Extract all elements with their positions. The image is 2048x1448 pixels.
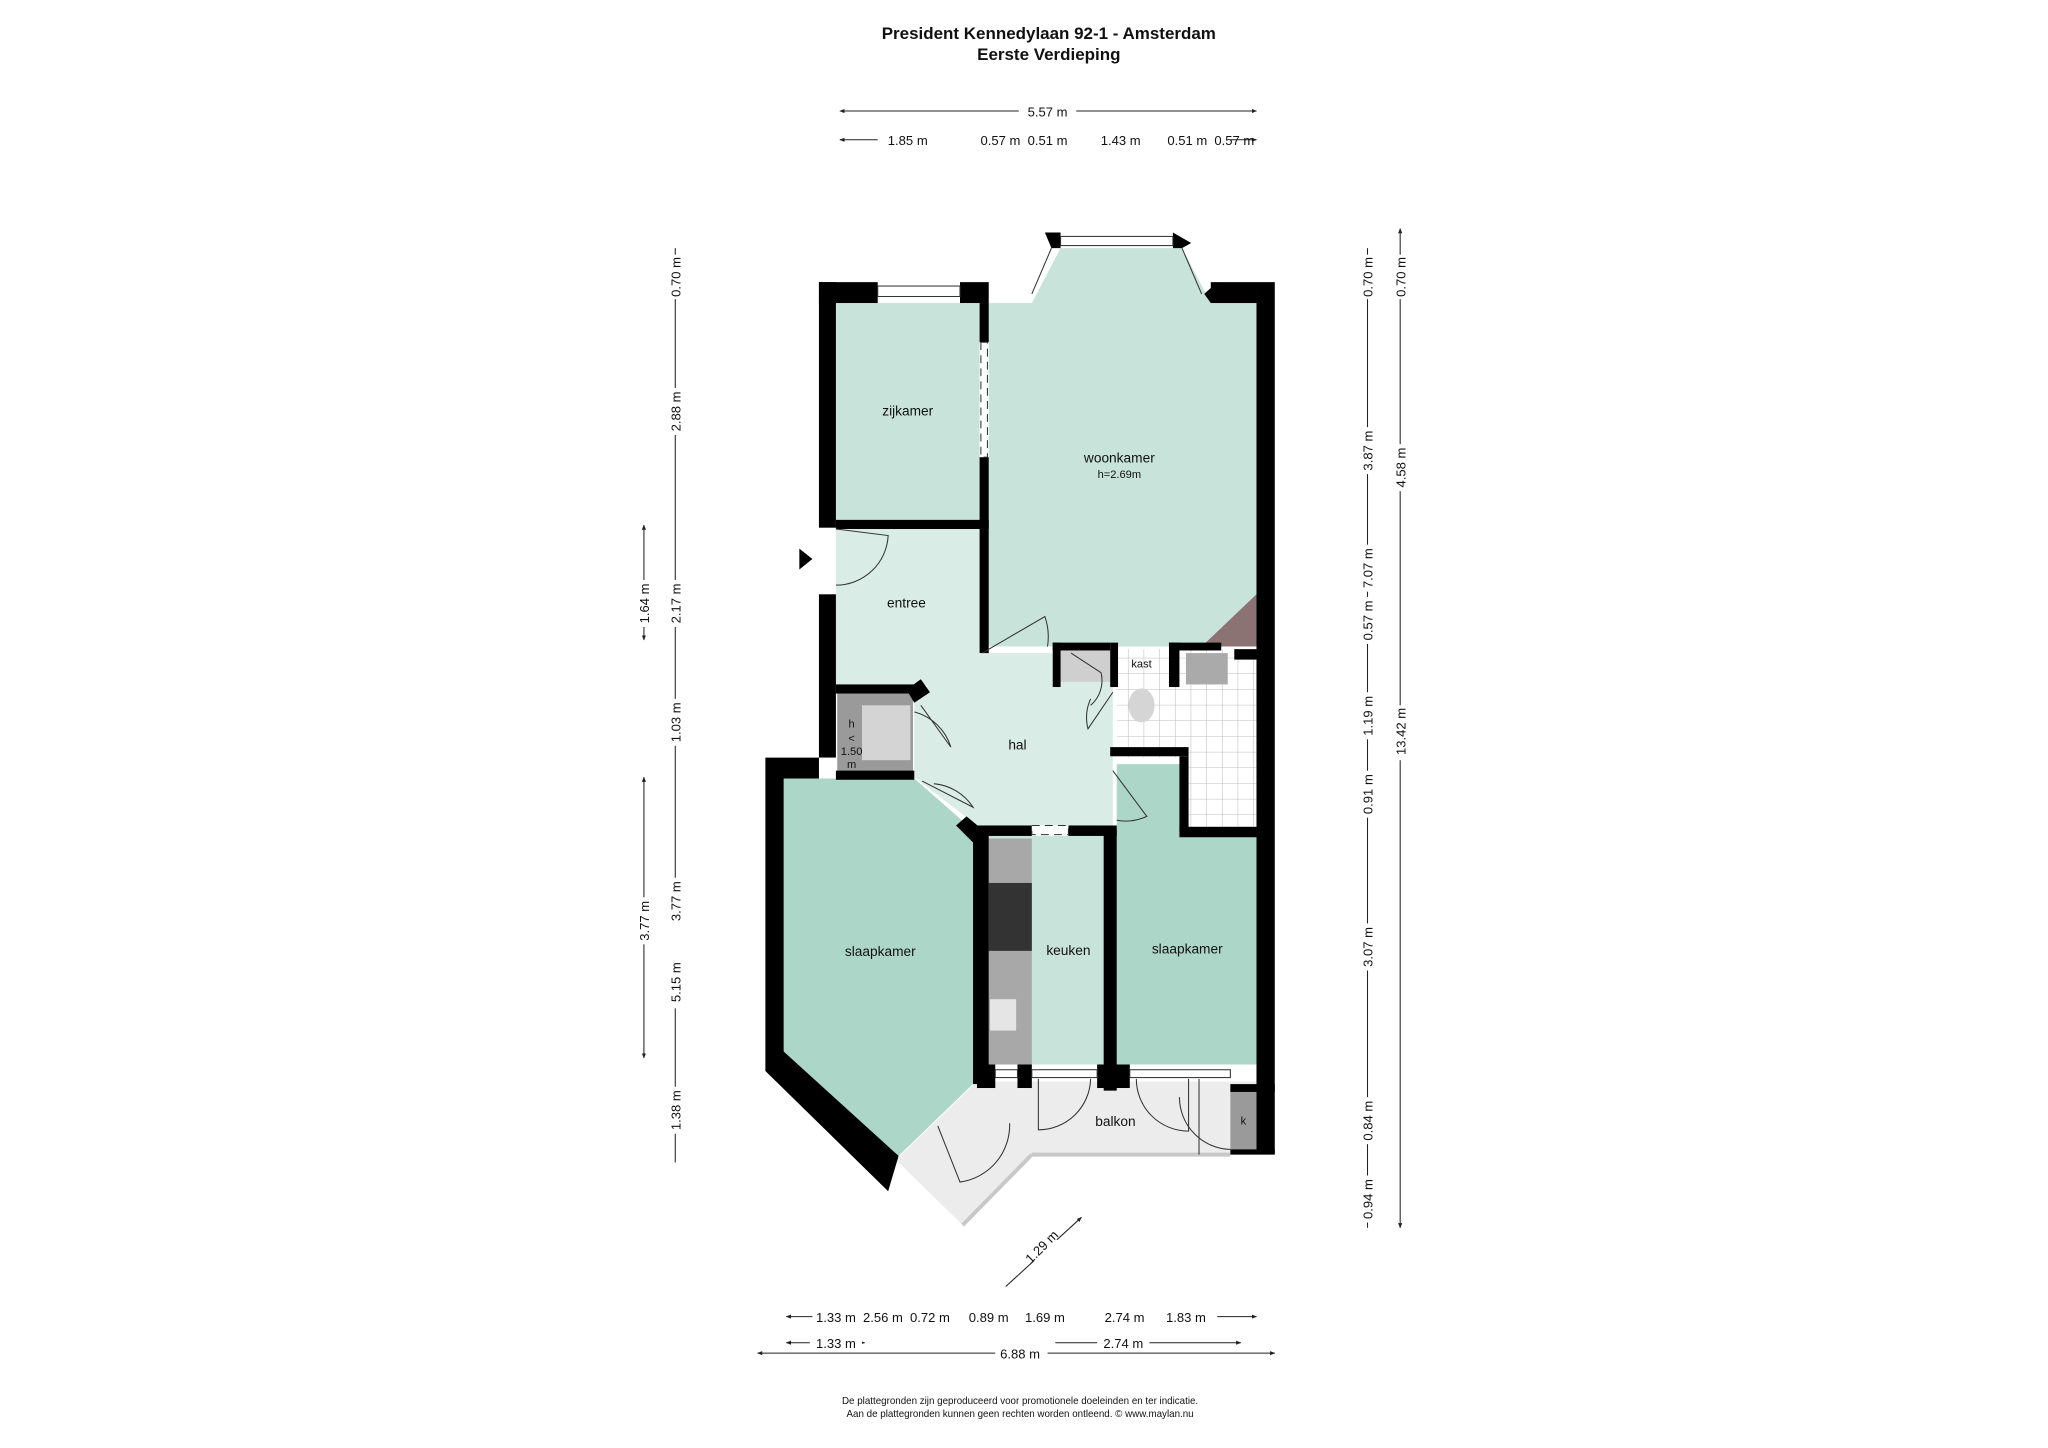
room-label-zijkamer: zijkamer (882, 403, 933, 418)
room-label-slaapkamer-right: slaapkamer (1152, 941, 1223, 956)
zijkamer-area (835, 303, 980, 520)
woonkamer-area (988, 248, 1257, 647)
dim-right-outer: 4.58 m (1393, 448, 1408, 488)
dim-right: 0.84 m (1361, 1101, 1376, 1141)
storage-label: m (847, 759, 856, 771)
dim-bottom: 1.83 m (1166, 1310, 1206, 1325)
dim-right: 0.70 m (1361, 257, 1376, 297)
dim-right: 3.87 m (1361, 431, 1376, 471)
storage-label: h (849, 719, 855, 731)
rooms (783, 248, 1257, 1227)
dim-left: 5.15 m (668, 962, 683, 1002)
dim-bottom: 1.69 m (1025, 1310, 1065, 1325)
k-storage (1230, 1088, 1257, 1151)
dim-bottom: 2.56 m (863, 1310, 903, 1325)
dim-top-part: 0.57 m (981, 133, 1021, 148)
disclaimer-line-1: De plattegronden zijn geproduceerd voor … (842, 1396, 1198, 1407)
kast-area (1055, 649, 1113, 682)
dim-top-part: 0.57 m (1214, 133, 1254, 148)
dim-right-outer: 0.70 m (1393, 257, 1408, 297)
dim-left: 1.03 m (668, 702, 683, 742)
dim-left: 3.77 m (668, 881, 683, 921)
toilet-icon (1128, 688, 1155, 723)
plan-title: President Kennedylaan 92-1 - Amsterdam (882, 24, 1216, 43)
top-dimensions: 5.57 m 1.85 m 0.57 m 0.51 m 1.43 m 0.51 … (839, 101, 1258, 148)
sink-icon (1185, 653, 1228, 685)
room-label-woonkamer: woonkamer (1083, 450, 1155, 465)
storage-label: < (848, 733, 854, 745)
room-label-kast: kast (1131, 658, 1151, 670)
stair-triangle (1201, 594, 1257, 647)
dim-bottom-total-row: 1.33 m (816, 1336, 856, 1351)
slaapkamer-right-area (1116, 764, 1257, 1065)
hal-area (914, 653, 1113, 830)
dim-bottom: 1.33 m (816, 1310, 856, 1325)
room-label-balkon: balkon (1095, 1114, 1135, 1129)
dim-right: 0.94 m (1361, 1179, 1376, 1219)
slaapkamer-left-area (783, 778, 980, 1156)
windows-doors (835, 235, 1231, 1183)
dim-top-part: 1.43 m (1101, 133, 1141, 148)
kitchen-counter (988, 838, 1032, 1065)
dim-left: 1.38 m (668, 1090, 683, 1130)
room-label-hal: hal (1008, 738, 1026, 753)
room-label-keuken: keuken (1046, 943, 1090, 958)
dim-left: 2.17 m (668, 583, 683, 623)
dim-top-part: 0.51 m (1167, 133, 1207, 148)
dim-left: 0.70 m (668, 257, 683, 297)
dim-top-part: 0.51 m (1028, 133, 1068, 148)
entree-area (835, 528, 980, 686)
dim-bottom-total-row: 2.74 m (1103, 1336, 1143, 1351)
dim-bottom: 0.72 m (910, 1310, 950, 1325)
room-label-k: k (1241, 1116, 1247, 1128)
stove-icon (988, 882, 1032, 951)
dim-bottom-total: 6.88 m (1000, 1346, 1040, 1361)
dim-left: 2.88 m (668, 391, 683, 431)
right-dimensions: 0.70 m 3.87 m 7.07 m 0.57 m 1.19 m 0.91 … (1359, 228, 1408, 1229)
dim-right-outer: 13.42 m (1393, 708, 1408, 755)
dim-left-outer: 1.64 m (637, 583, 652, 623)
left-dimensions: 0.70 m 2.88 m 2.17 m 1.03 m 3.77 m 5.15 … (636, 248, 683, 1163)
dim-right: 3.07 m (1361, 927, 1376, 967)
walls (765, 232, 1275, 1192)
storage-label: 1.50 (841, 746, 863, 758)
dim-bottom: 0.89 m (969, 1310, 1009, 1325)
dim-right: 1.19 m (1361, 696, 1376, 736)
dim-top-total: 5.57 m (1028, 104, 1068, 119)
room-height-woonkamer: h=2.69m (1098, 469, 1141, 481)
toilet-tiles (1185, 757, 1257, 831)
entrance-arrow-icon (799, 548, 813, 570)
kitchen-sink-icon (990, 999, 1017, 1031)
floor-subtitle: Eerste Verdieping (977, 45, 1120, 64)
room-label-entree: entree (887, 595, 926, 610)
dim-top-part: 1.85 m (888, 133, 928, 148)
disclaimer-line-2: Aan de plattegronden kunnen geen rechten… (847, 1409, 1194, 1420)
bottom-dimensions: 1.33 m 2.56 m 0.72 m 0.89 m 1.69 m 2.74 … (757, 1216, 1276, 1361)
dim-left-outer: 3.77 m (637, 901, 652, 941)
room-label-slaapkamer-left: slaapkamer (845, 944, 916, 959)
dim-right: 0.57 m (1361, 600, 1376, 640)
dim-right: 0.91 m (1361, 774, 1376, 814)
dim-bottom: 2.74 m (1105, 1310, 1145, 1325)
dim-right: 7.07 m (1361, 548, 1376, 588)
